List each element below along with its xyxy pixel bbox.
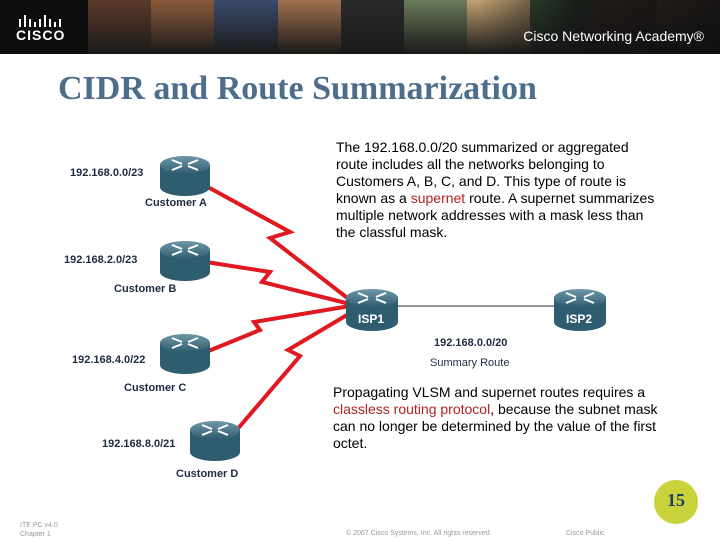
customer-c-network: 192.168.4.0/22 xyxy=(72,354,146,366)
customer-a-network: 192.168.0.0/23 xyxy=(70,167,144,179)
page-badge xyxy=(654,480,698,524)
isp2-label: ISP2 xyxy=(566,312,593,326)
paragraph2-text: Propagating VLSM and supernet routes req… xyxy=(333,384,646,400)
banner-fade xyxy=(480,0,720,54)
customer-b-network: 192.168.2.0/23 xyxy=(64,254,138,266)
classless-protocol-term: classless routing protocol xyxy=(333,401,491,417)
router-customer-b-icon xyxy=(160,241,210,281)
customer-c-name: Customer C xyxy=(124,382,187,394)
link-b-isp1 xyxy=(205,260,351,306)
router-customer-c-icon xyxy=(160,334,210,374)
cisco-logo: CISCO xyxy=(0,0,88,54)
link-d-isp1 xyxy=(233,310,354,434)
router-isp2-icon xyxy=(554,289,606,331)
page-number: 15 xyxy=(667,490,685,510)
slide-title: CIDR and Route Summarization xyxy=(58,70,537,107)
footer-course: ITE PC v4.0 xyxy=(20,522,58,529)
header-banner: CISCO Cisco Networking Academy® xyxy=(0,0,720,54)
banner-photo xyxy=(88,0,152,54)
footer-classification: Cisco Public xyxy=(566,530,605,537)
paragraph1-text: The 192.168.0.0/20 summarized or aggrega… xyxy=(336,139,629,206)
banner-photo xyxy=(214,0,278,54)
link-a-isp1 xyxy=(205,184,352,302)
customer-d-network: 192.168.8.0/21 xyxy=(102,438,176,450)
supernet-term: supernet xyxy=(410,190,466,206)
isp1-label: ISP1 xyxy=(358,312,385,326)
banner-photo xyxy=(404,0,468,54)
router-isp1-icon xyxy=(346,289,398,331)
footer-copyright: © 2007 Cisco Systems, Inc. All rights re… xyxy=(346,530,492,537)
router-customer-d-icon xyxy=(190,421,240,461)
banner-photo xyxy=(277,0,341,54)
footer-chapter: Chapter 1 xyxy=(20,531,51,538)
banner-photo xyxy=(340,0,405,54)
customer-b-name: Customer B xyxy=(114,283,177,295)
banner-photo xyxy=(151,0,215,54)
supernet-description: The 192.168.0.0/20 summarized or aggrega… xyxy=(336,139,656,241)
customer-d-name: Customer D xyxy=(176,468,239,480)
customer-a-name: Customer A xyxy=(145,197,207,209)
link-c-isp1 xyxy=(205,304,351,354)
cisco-wordmark: CISCO xyxy=(16,27,66,43)
academy-title: Cisco Networking Academy® xyxy=(523,28,704,44)
summary-route-label: Summary Route xyxy=(430,357,510,369)
vlsm-description: Propagating VLSM and supernet routes req… xyxy=(333,384,663,452)
cisco-bars-icon xyxy=(19,15,61,27)
summary-network: 192.168.0.0/20 xyxy=(434,337,508,349)
paragraph1-text-end: route. A supernet summarizes multiple ne… xyxy=(336,190,655,240)
router-customer-a-icon xyxy=(160,156,210,196)
paragraph2-text-end: , because the subnet mask can no longer … xyxy=(333,401,658,451)
